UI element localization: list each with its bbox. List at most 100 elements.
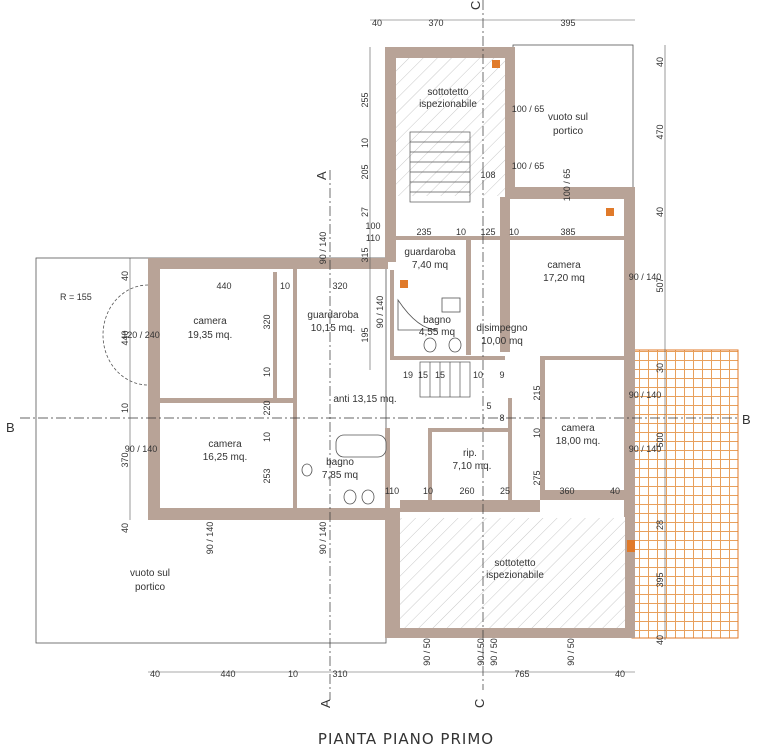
room-area: ispezionabile [419,99,477,110]
window-tag: 90 / 140 [125,444,158,454]
dim-label: 40 [120,523,130,533]
bay-arc [102,284,149,386]
dim-label: 205 [360,164,370,179]
room-area: 4,55 mq [419,327,455,338]
room-area: 19,35 mq. [188,330,232,341]
dim-label: 440 [120,330,130,345]
dim-label: 10 [288,669,298,679]
dim-label: 385 [560,227,575,237]
dims-top: 40 370 395 [372,18,576,28]
dim-label: 220 [262,400,272,415]
room-area: 10,15 mq. [311,323,355,334]
walls [148,47,635,638]
dim-label: 30 [655,363,665,373]
window-tag: 100 / 65 [512,161,545,171]
dims-center: 255 10 205 27 315 195 [360,92,370,342]
room-name: sottotetto [427,87,469,98]
dim-label: 260 [459,486,474,496]
dim-label: 195 [360,327,370,342]
dim-label: 765 [514,669,529,679]
dims-right: 40 470 40 507 30 500 28 395 40 [655,57,665,645]
room-name: vuoto sul [130,568,170,579]
room-area: portico [135,582,165,593]
section-mark-c-bottom: C [472,699,487,708]
room-name: sottotetto [494,558,536,569]
window-tags: 100 / 65 100 / 65 100 / 65 90 / 140 120 … [122,104,661,666]
window-tag: 100 / 65 [562,169,572,202]
pergola-grid [631,349,739,639]
dim-label: 395 [655,572,665,587]
window-tag: 90 / 140 [205,522,215,555]
dim-label: 10 [423,486,433,496]
room-name: anti 13,15 mq. [333,394,396,405]
dim-label: 10 [456,227,466,237]
dim-label: 40 [120,271,130,281]
window-tag: 90 / 140 [629,272,662,282]
window-tag: 90 / 140 [318,232,328,265]
dim-label: 100 [365,221,380,231]
dim-label: 40 [655,207,665,217]
dim-label: 9 [499,370,504,380]
room-area: 18,00 mq. [556,436,600,447]
dim-label: 215 [532,385,542,400]
dim-label: 320 [332,281,347,291]
room-labels: sottotetto ispezionabile vuoto sul porti… [130,87,600,593]
dim-label: 440 [216,281,231,291]
radius-label: R = 155 [60,292,92,302]
window-tag: 90 / 140 [318,522,328,555]
dim-label: 10 [280,281,290,291]
dim-label: 10 [360,138,370,148]
dim-label: 10 [262,367,272,377]
dim-label: 440 [220,669,235,679]
dim-label: 15 [435,370,445,380]
dim-label: 360 [559,486,574,496]
room-name: bagno [326,457,354,468]
section-mark-a-top: A [314,171,329,180]
dim-label: 253 [262,468,272,483]
room-name: vuoto sul [548,112,588,123]
room-area: 10,00 mq [481,336,523,347]
window-tag: 90 / 140 [629,390,662,400]
window-tag: 90 / 50 [489,638,499,666]
dimension-lines [129,19,666,673]
section-mark-a-bottom: A [318,699,333,708]
room-area: 17,20 mq [543,273,585,284]
dim-label: 110 [385,486,399,496]
dim-label: 500 [655,432,665,447]
room-name: guardaroba [404,247,456,258]
dim-label: 40 [372,18,382,28]
window-tag: 90 / 50 [566,638,576,666]
room-name: camera [547,260,581,271]
dims-stairs: 19 15 15 10 9 [403,370,505,380]
window-tag: 120 / 240 [122,330,160,340]
dim-label: 108 [480,170,495,180]
dim-label: 19 [403,370,413,380]
room-name: disimpegno [476,323,528,334]
dims-mid: 440 10 320 [216,281,347,291]
dim-label: 40 [655,57,665,67]
window-tag: 100 / 65 [512,104,545,114]
page-title: PIANTA PIANO PRIMO [318,730,494,748]
dim-label: 40 [150,669,160,679]
fixtures [301,297,462,505]
attic-bottom-hatch [400,518,626,628]
dim-label: 8 [499,413,504,423]
dim-label: 10 [532,428,542,438]
dim-label: 370 [120,452,130,467]
attic-top-hatch [396,58,506,196]
room-area: 7,40 mq [412,260,448,271]
dim-label: 40 [610,486,620,496]
dim-label: 255 [360,92,370,107]
dims-bottom: 40 440 10 310 765 40 [150,669,625,679]
dim-label: 235 [416,227,431,237]
window-tag: 90 / 50 [422,638,432,666]
dim-label: 10 [509,227,519,237]
window-tag: 90 / 140 [629,444,662,454]
dim-label: 395 [560,18,575,28]
room-area: 7,85 mq [322,470,358,481]
dims-misc: 320 10 220 10 253 215 10 275 108 5 8 [262,170,542,486]
room-name: camera [561,423,595,434]
dim-label: 110 [366,233,380,243]
room-name: camera [193,316,227,327]
